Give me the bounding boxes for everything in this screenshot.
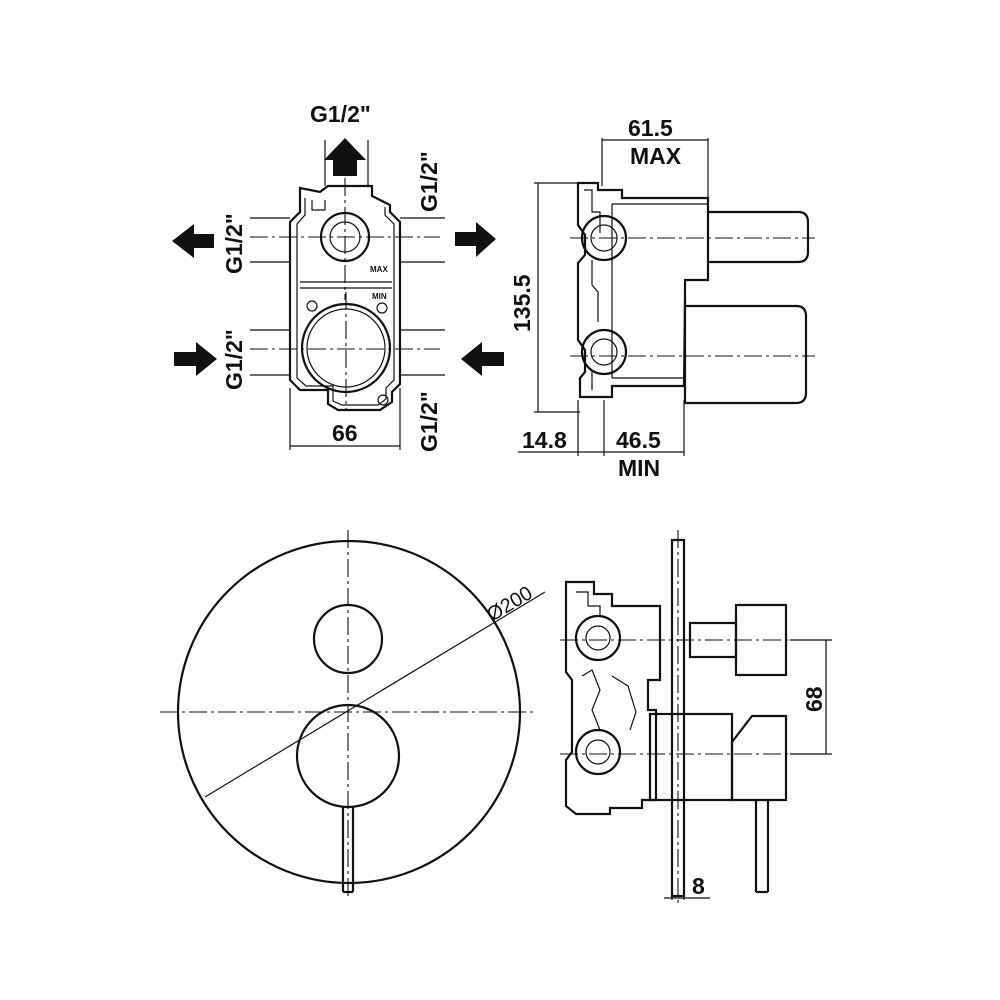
valve-body-front-view: MAX MIN <box>250 140 445 412</box>
diameter-200-label: Ø200 <box>483 582 536 626</box>
arrow-up-icon <box>324 138 366 176</box>
side-dimensions <box>518 138 709 456</box>
dim-8-label: 8 <box>692 873 705 899</box>
min-label: MIN <box>618 455 660 481</box>
arrow-right-in-icon <box>174 342 217 376</box>
assembly-dimensions <box>664 639 832 900</box>
width-66-label: 66 <box>332 420 358 446</box>
body-min-mark: MIN <box>372 292 387 301</box>
arrow-left-icon <box>172 224 214 258</box>
cover-plate-front-view <box>160 530 546 900</box>
thread-left-lower-label: G1/2" <box>221 329 247 390</box>
width-dimension <box>289 388 401 450</box>
offset-14-8-label: 14.8 <box>522 427 567 453</box>
valve-body-side-view <box>570 181 815 405</box>
depth-61-5-label: 61.5 <box>628 115 673 141</box>
depth-46-5-label: 46.5 <box>616 427 661 453</box>
arrow-right-icon <box>455 222 496 257</box>
thread-top-label: G1/2" <box>310 101 371 127</box>
assembled-side-view <box>560 530 800 905</box>
height-135-5-label: 135.5 <box>509 274 535 332</box>
body-max-mark: MAX <box>370 265 388 274</box>
max-label: MAX <box>630 143 682 169</box>
flow-arrows <box>172 138 504 376</box>
thread-right-lower-label: G1/2" <box>416 391 442 452</box>
thread-right-upper-label: G1/2" <box>416 151 442 212</box>
arrow-left-in-icon <box>461 342 504 376</box>
thread-left-upper-label: G1/2" <box>221 213 247 274</box>
dim-68-label: 68 <box>801 686 827 712</box>
